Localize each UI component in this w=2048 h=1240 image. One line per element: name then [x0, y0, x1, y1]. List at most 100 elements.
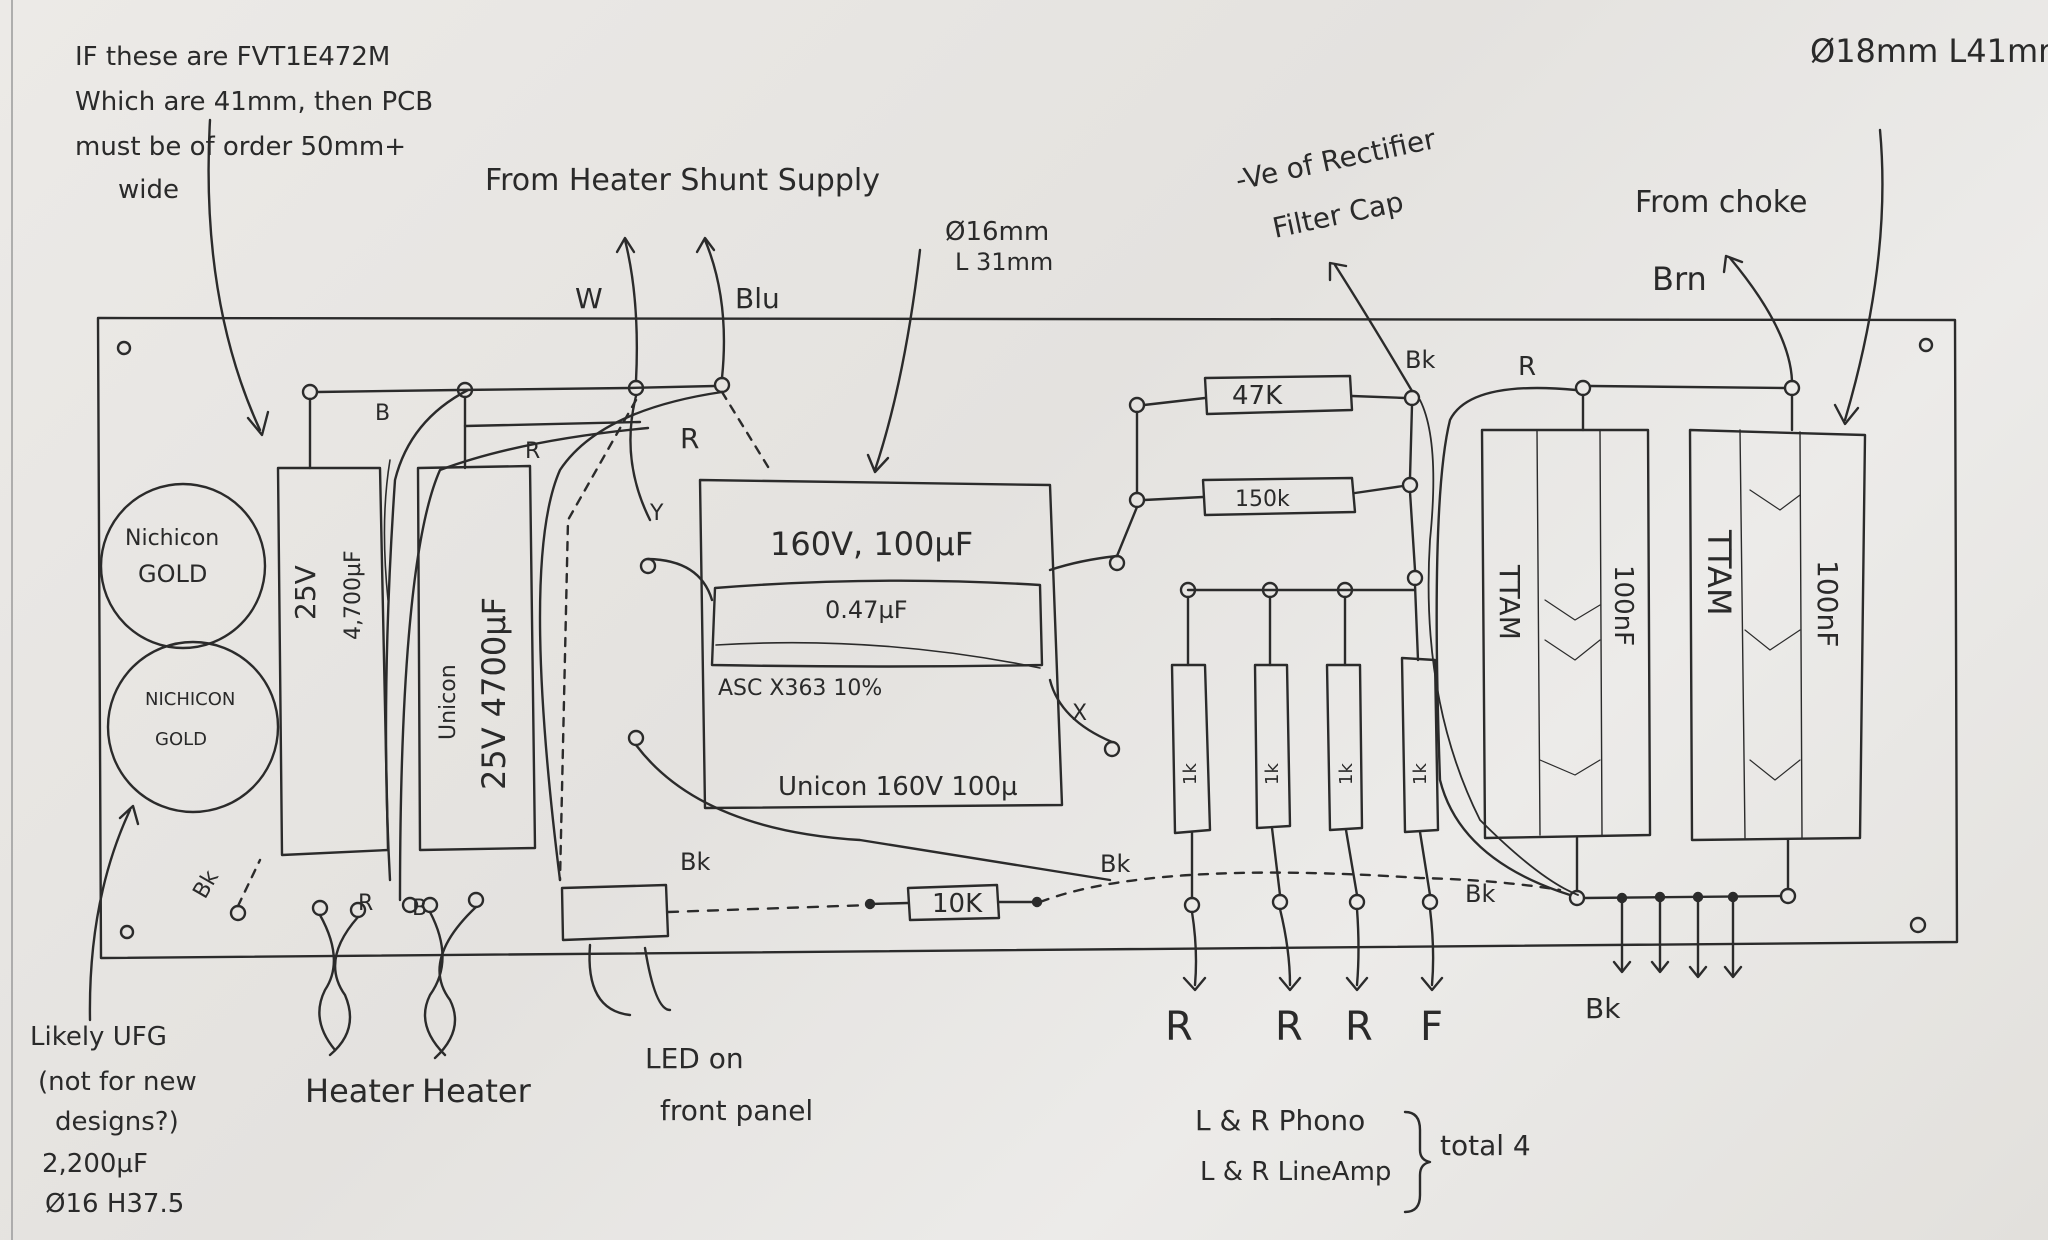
- r150k-label: 150k: [1235, 487, 1290, 512]
- note-bottom-left-2: (not for new: [38, 1067, 197, 1097]
- r1k-label-2: 1k: [1262, 763, 1283, 785]
- note-bottom-left-1: Likely UFG: [30, 1022, 167, 1052]
- arrow-head: [695, 236, 716, 254]
- nichicon2-line1: NICHICON: [145, 689, 235, 710]
- pad: [301, 383, 319, 401]
- wire-bk: [634, 743, 1112, 882]
- wire-x: [1048, 678, 1114, 744]
- wire-r: [463, 420, 642, 428]
- cap-ttam-2: [1688, 428, 1867, 842]
- nichicon2-line2: GOLD: [155, 729, 207, 750]
- note-top-left-4: wide: [118, 175, 179, 205]
- wire: [1575, 836, 1790, 893]
- wire-to-rectifier: [1333, 263, 1414, 393]
- wire: [1186, 583, 1420, 667]
- pad: [467, 891, 485, 909]
- resistor-10k: [906, 883, 1001, 922]
- note-top-left-3: must be of order 50mm+: [75, 132, 406, 162]
- label-out-f: F: [1420, 1004, 1443, 1050]
- wire: [1588, 384, 1787, 390]
- label-heater-1: Heater: [305, 1072, 415, 1110]
- pad: [1103, 740, 1121, 758]
- note-led-1: LED on: [645, 1042, 744, 1075]
- note-rectifier-2: Filter Cap: [1270, 185, 1407, 245]
- note-bottom-left-3: designs?): [55, 1107, 179, 1137]
- nichicon-cap-1: [99, 482, 267, 650]
- pad: [1421, 893, 1439, 911]
- mounting-hole: [119, 924, 135, 940]
- sketch-mark: [1539, 599, 1601, 776]
- pad: [1128, 396, 1146, 414]
- note-phono: L & R Phono: [1195, 1104, 1365, 1137]
- r10k-label: 10K: [932, 889, 983, 919]
- note-lineamp: L & R LineAmp: [1200, 1157, 1391, 1187]
- note-top-right-dims: Ø18mm L41mm: [1810, 32, 2048, 70]
- big-cap-value: 160V, 100µF: [770, 525, 973, 563]
- arrow-head: [246, 410, 270, 437]
- pad: [401, 896, 419, 914]
- label-b-heater: B: [412, 896, 427, 921]
- unicon-big-label: Unicon 160V 100µ: [778, 772, 1018, 802]
- label-out-r-3: R: [1345, 1004, 1373, 1050]
- wire: [1115, 410, 1139, 558]
- heater-twist-1b: [328, 915, 360, 1057]
- ground-wire: [1620, 895, 1735, 977]
- cap1-voltage: 25V: [289, 565, 322, 620]
- label-r-small: R: [525, 439, 540, 464]
- label-r: R: [680, 422, 699, 455]
- pad: [1108, 554, 1126, 572]
- pad: [1568, 889, 1586, 907]
- resistor-1k-3: [1325, 663, 1364, 832]
- wire: [1142, 484, 1405, 502]
- arrow-head: [866, 453, 890, 474]
- cap-unicon-25v-4700: [416, 464, 537, 852]
- r47k-label: 47K: [1232, 381, 1283, 411]
- note-choke: From choke: [1635, 185, 1808, 220]
- note-arrow: [207, 118, 262, 432]
- wire-blu: [703, 238, 726, 380]
- pad: [1406, 569, 1424, 587]
- arrow-head: [1612, 960, 1743, 979]
- pad: [311, 899, 329, 917]
- arrow-head: [1833, 403, 1860, 426]
- label-out-r-1: R: [1165, 1004, 1193, 1050]
- pad: [1271, 893, 1289, 911]
- resistor-1k-1: [1170, 663, 1212, 835]
- wire: [1190, 826, 1432, 900]
- pcb-board-outline: [96, 316, 1959, 960]
- ttam-label-1: TTAM: [1493, 564, 1526, 640]
- wire-bk: [1419, 399, 1579, 896]
- label-brn: Brn: [1652, 260, 1707, 298]
- note-bottom-left-5: Ø16 H37.5: [45, 1189, 184, 1219]
- cap2-value: 25V 4700µF: [475, 597, 513, 790]
- label-r-top: R: [1518, 352, 1536, 382]
- pad: [713, 376, 731, 394]
- dashed-wire: [666, 903, 872, 914]
- wire-r2: [398, 426, 650, 902]
- wire: [383, 459, 391, 601]
- note-top-left-1: IF these are FVT1E472M: [75, 42, 390, 72]
- mounting-hole: [116, 340, 132, 356]
- note-total: total 4: [1440, 1129, 1531, 1162]
- cap-film-047: [710, 579, 1044, 668]
- mounting-hole: [1909, 916, 1927, 934]
- nichicon1-line2: GOLD: [138, 560, 207, 588]
- sketch-mark: [1744, 489, 1801, 781]
- wire-w: [623, 238, 639, 383]
- label-heater-2: Heater: [422, 1072, 532, 1110]
- resistor-1k-2: [1253, 663, 1292, 830]
- label-w: W: [575, 282, 603, 315]
- wire-twisted: [538, 390, 724, 882]
- note-arrow: [88, 808, 132, 1022]
- r1k-label-1: 1k: [1180, 763, 1201, 785]
- pad: [1401, 476, 1419, 494]
- note-cap-dims-1: Ø16mm: [945, 217, 1049, 247]
- note-rectifier-1: -Ve of Rectifier: [1233, 122, 1439, 197]
- dashed-wire: [558, 398, 638, 882]
- pad: [229, 904, 247, 922]
- arrow-head: [1722, 254, 1744, 274]
- film-cap-value: 0.47µF: [825, 596, 908, 624]
- label-bk-4: Bk: [1405, 346, 1435, 374]
- r1k-label-3: 1k: [1336, 763, 1357, 785]
